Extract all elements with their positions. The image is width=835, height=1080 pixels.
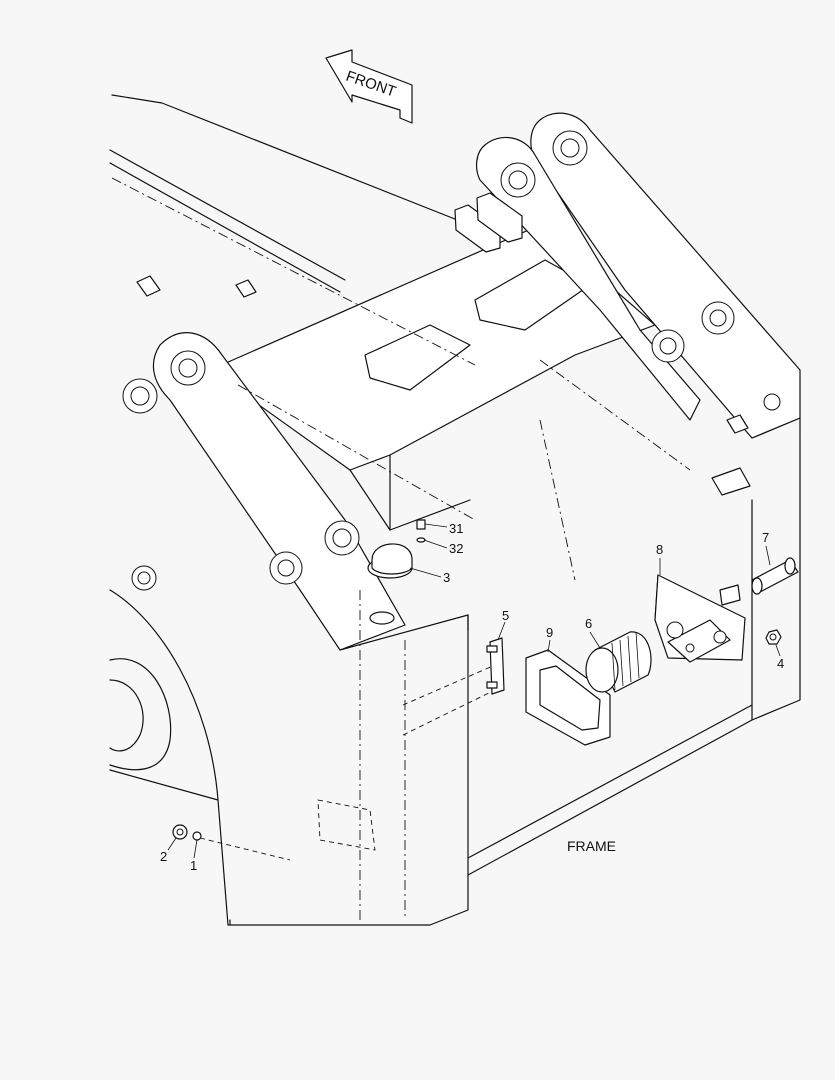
callout-6: 6 (585, 616, 592, 631)
filter-element (585, 631, 652, 693)
left-lift-arm (122, 332, 406, 651)
callout-4: 4 (777, 656, 784, 671)
callout-2: 2 (160, 849, 167, 864)
callout-1: 1 (190, 858, 197, 873)
callout-8: 8 (656, 542, 663, 557)
fitting (751, 557, 799, 595)
bolt-31 (416, 519, 426, 543)
leader-lines (167, 523, 781, 859)
callout-7: 7 (762, 530, 769, 545)
brackets (136, 192, 751, 496)
mount-block (486, 637, 505, 695)
filler-cap (367, 543, 413, 625)
drain-plug (172, 824, 202, 841)
filter-head (654, 574, 746, 663)
callout-31: 31 (449, 521, 463, 536)
frame-label: FRAME (567, 838, 616, 854)
right-lift-arm (475, 112, 801, 439)
hidden-lines (111, 177, 691, 920)
callout-32: 32 (449, 541, 463, 556)
callouts: 31 32 3 5 9 6 8 7 4 2 1 FRAME (160, 521, 784, 873)
callout-5: 5 (502, 608, 509, 623)
front-arrow: FRONT (325, 49, 413, 124)
callout-3: 3 (443, 570, 450, 585)
callout-9: 9 (546, 625, 553, 640)
nut (765, 629, 782, 645)
